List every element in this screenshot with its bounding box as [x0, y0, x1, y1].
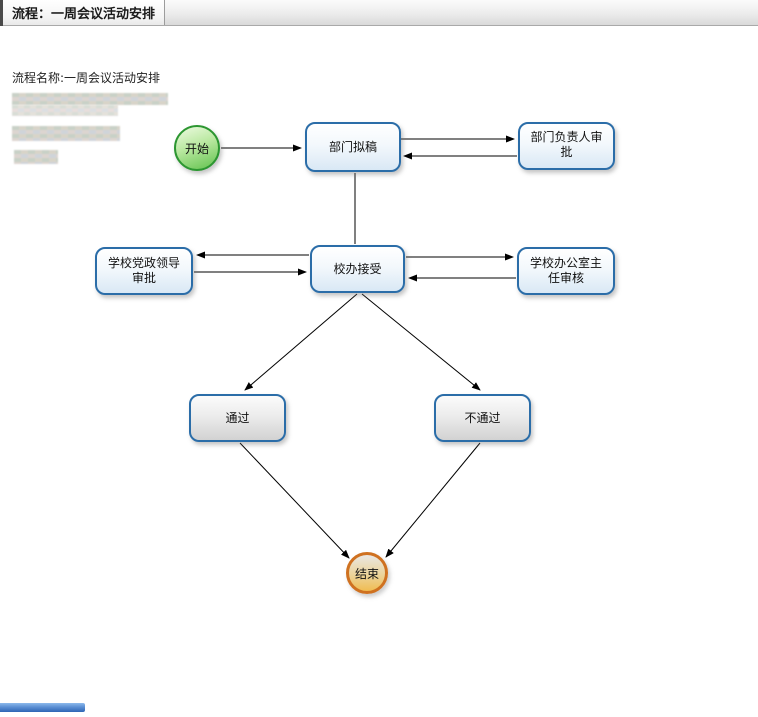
tab-label: 流程：一周会议活动安排 [12, 7, 156, 22]
node-end[interactable]: 结束 [346, 552, 388, 594]
node-dept-head-approval[interactable]: 部门负责人审批 [518, 122, 615, 170]
node-start-label: 开始 [184, 141, 209, 156]
window-left-edge [0, 0, 3, 26]
redacted-text-line [12, 126, 120, 141]
node-end-label: 结束 [354, 566, 379, 581]
node-office-director-review-label: 学校办公室主任审核 [529, 256, 602, 285]
node-party-leader-approval[interactable]: 学校党政领导审批 [95, 247, 193, 295]
redacted-text-line [14, 150, 58, 164]
redacted-text-line [12, 105, 118, 116]
node-department-draft-label: 部门拟稿 [328, 139, 377, 154]
node-department-draft[interactable]: 部门拟稿 [305, 122, 401, 172]
node-pass[interactable]: 通过 [189, 394, 286, 442]
tab-flow-schedule[interactable]: 流程：一周会议活动安排 [3, 0, 165, 25]
node-fail-label: 不通过 [464, 410, 501, 425]
node-office-accept[interactable]: 校办接受 [310, 245, 405, 293]
tab-bar: 流程：一周会议活动安排 [0, 0, 758, 26]
node-fail[interactable]: 不通过 [434, 394, 531, 442]
node-dept-head-approval-label: 部门负责人审批 [530, 130, 603, 159]
bottom-bar-fragment [0, 703, 85, 712]
redacted-text-line [12, 93, 168, 105]
node-office-accept-label: 校办接受 [333, 261, 382, 276]
node-office-director-review[interactable]: 学校办公室主任审核 [517, 247, 615, 295]
flow-name-label: 流程名称:一周会议活动安排 [12, 71, 161, 85]
node-party-leader-approval-label: 学校党政领导审批 [107, 256, 180, 285]
node-pass-label: 通过 [225, 410, 250, 425]
node-start[interactable]: 开始 [174, 125, 220, 171]
